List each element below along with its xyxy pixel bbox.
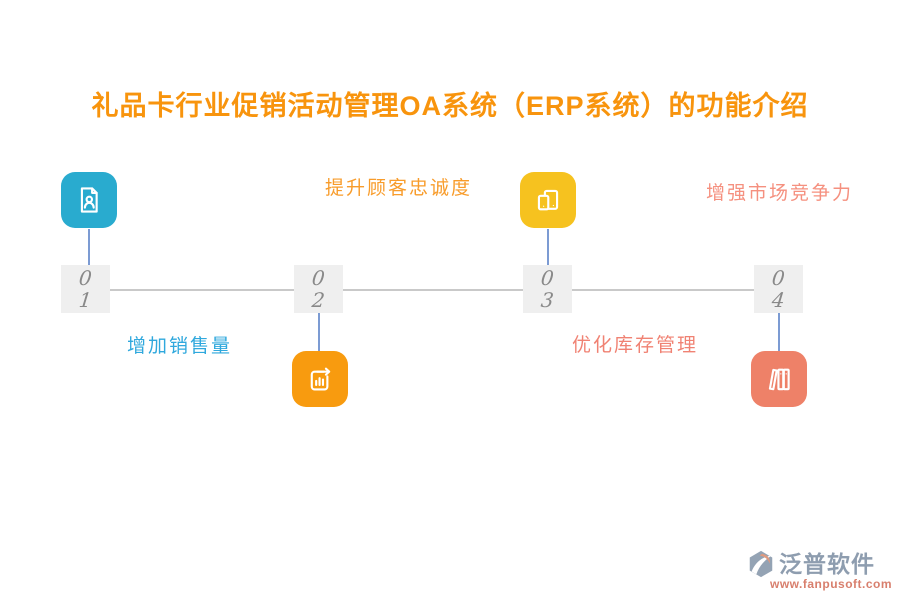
profile-document-icon (61, 172, 117, 228)
connector-line (318, 312, 320, 352)
step-number-04: 0 4 (754, 265, 803, 313)
step-number-03: 0 3 (523, 265, 572, 313)
step-digit: 0 (539, 266, 556, 290)
node-label-1: 增加销售量 (127, 336, 233, 357)
fanpu-logo-icon (749, 550, 773, 578)
page-title: 礼品卡行业促销活动管理OA系统（ERP系统）的功能介绍 (91, 91, 809, 121)
step-digit: 0 (77, 266, 94, 290)
step-digit: 1 (77, 288, 94, 312)
node-label-4: 增强市场竞争力 (706, 183, 854, 204)
step-digit: 3 (539, 288, 556, 312)
step-digit: 4 (770, 288, 787, 312)
connector-line (88, 229, 90, 267)
brand-watermark: 泛普软件 www.fanpusoft.com (746, 549, 892, 591)
brand-url: www.fanpusoft.com (770, 577, 893, 591)
sales-chart-icon (292, 351, 348, 407)
phone-knockout (537, 194, 550, 211)
node-label-2: 提升顾客忠诚度 (325, 178, 473, 199)
connector-line (547, 229, 549, 267)
connector-line (778, 312, 780, 352)
node-label-3: 优化库存管理 (572, 335, 699, 356)
step-number-02: 0 2 (294, 265, 343, 313)
brand-name: 泛普软件 (779, 551, 875, 577)
timeline-line (100, 289, 762, 291)
step-digit: 2 (310, 288, 327, 312)
bookshelf-icon (751, 351, 807, 407)
step-digit: 0 (310, 266, 327, 290)
step-number-01: 0 1 (61, 265, 110, 313)
step-digit: 0 (770, 266, 787, 290)
mobile-devices-icon (520, 172, 576, 228)
